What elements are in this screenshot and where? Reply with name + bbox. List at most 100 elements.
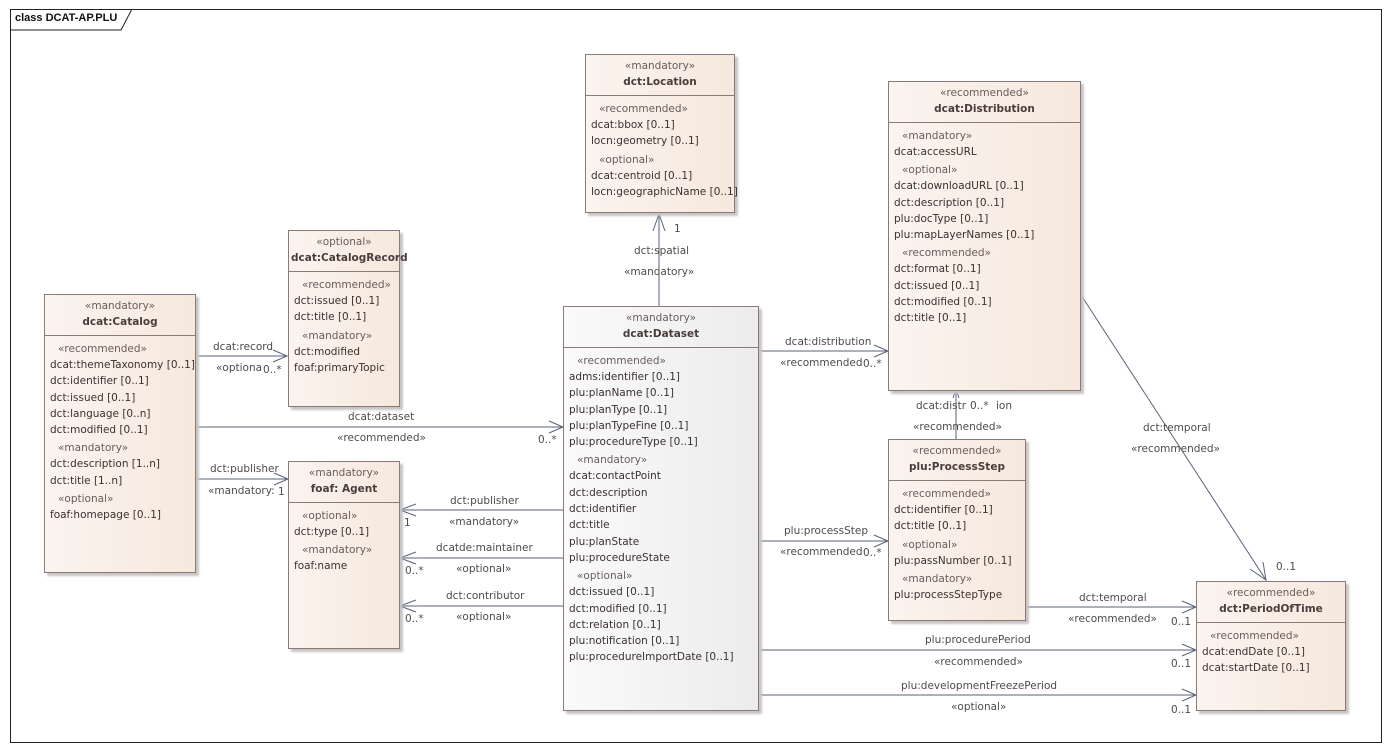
group-stereotype: «mandatory» — [902, 572, 973, 585]
attribute[interactable]: dct:description — [569, 486, 648, 499]
group-stereotype: «mandatory» — [902, 130, 973, 142]
attribute[interactable]: dct:type [0..1] — [294, 526, 370, 538]
class-distribution[interactable]: «recommended»dcat:Distribution«mandatory… — [888, 81, 1081, 391]
attribute[interactable]: plu:passNumber [0..1] — [894, 554, 1012, 567]
attribute[interactable]: dct:issued [0..1] — [894, 279, 980, 292]
association-multiplicity: 1 — [404, 517, 411, 529]
attribute-group: «recommended» dct:format [0..1] dct:issued… — [894, 246, 1076, 326]
class-stereotype: «mandatory» — [625, 312, 697, 324]
attribute[interactable]: plu:mapLayerNames [0..1] — [894, 229, 1035, 242]
class-agent[interactable]: «mandatory»foaf: Agent«optional»dct:type… — [288, 461, 400, 649]
attribute[interactable]: dct:issued [0..1] — [569, 586, 655, 599]
attribute[interactable]: plu:procedureType [0..1] — [569, 436, 698, 449]
attribute[interactable]: plu:planState — [569, 535, 640, 548]
class-process-step[interactable]: «recommended»plu:ProcessStep«recommended… — [888, 439, 1026, 621]
attribute[interactable]: dct:title [0..1] — [894, 520, 967, 533]
attribute[interactable]: plu:docType [0..1] — [894, 212, 989, 225]
attribute[interactable]: plu:procedureState — [569, 551, 670, 564]
class-attributes: «optional»dct:type [0..1]«mandatory»foaf… — [289, 503, 399, 582]
attribute[interactable]: dct:modified [0..1] — [50, 424, 148, 437]
attribute[interactable]: plu:procedureImportDate [0..1] — [569, 651, 734, 664]
attribute[interactable]: dct:issued [0..1] — [50, 391, 136, 404]
attribute[interactable]: dct:modified — [294, 345, 361, 358]
group-stereotype: «recommended» — [902, 488, 991, 500]
attribute[interactable]: plu:planName [0..1] — [569, 387, 674, 400]
group-stereotype: «recommended» — [902, 247, 991, 260]
attribute[interactable]: dcat:contactPoint — [569, 470, 661, 483]
association-multiplicity: 0..1 — [1171, 704, 1192, 716]
attribute[interactable]: locn:geographicName [0..1] — [591, 185, 738, 198]
attribute[interactable]: dct:identifier [0..1] — [894, 504, 993, 516]
attribute[interactable]: dcat:bbox [0..1] — [591, 119, 675, 131]
attribute[interactable]: foaf:name — [294, 560, 348, 573]
attribute-group: «mandatory» plu:processStepType — [894, 572, 1021, 603]
attribute[interactable]: foaf:homepage [0..1] — [50, 509, 161, 522]
association-stereotype-label: «mandatory» — [449, 516, 520, 528]
association-multiplicity: 0..* — [405, 613, 424, 625]
attribute[interactable]: dcat:centroid [0..1] — [591, 169, 693, 182]
attribute-group: «recommended»dcat:themeTaxonomy [0..1]dc… — [50, 342, 195, 438]
attribute[interactable]: dcat:startDate [0..1] — [1202, 662, 1310, 675]
attribute[interactable]: dct:issued [0..1] — [294, 295, 380, 307]
class-header: «mandatory»dcat:Catalog — [45, 295, 195, 336]
class-period-of-time[interactable]: «recommended»dct:PeriodOfTime«recommende… — [1196, 581, 1346, 711]
association-role-label: plu:developmentFreezePeriod — [901, 680, 1058, 692]
class-dataset[interactable]: «mandatory» dcat:Dataset «recommended» adms… — [563, 306, 759, 711]
class-catalog[interactable]: «mandatory»dcat:Catalog «recommended»dcat… — [44, 294, 196, 573]
association-multiplicity: 0..1 — [1276, 561, 1297, 573]
class-name: dcat:Dataset — [622, 328, 700, 340]
attribute[interactable]: dct:description [0..1] — [894, 196, 1005, 209]
association-multiplicity: 0..* — [538, 434, 557, 446]
attribute[interactable]: plu:planType [0..1] — [569, 403, 668, 416]
attribute[interactable]: dcat:endDate [0..1] — [1202, 646, 1305, 658]
class-name: dcat:CatalogRecord — [291, 252, 408, 264]
attribute[interactable]: dct:format [0..1] — [894, 263, 981, 276]
attribute[interactable]: dcat:downloadURL [0..1] — [894, 180, 1024, 193]
attribute[interactable]: dct:identifier [0..1] — [50, 375, 149, 388]
attribute-group: «mandatory»dct:description [1..n]dct:tit… — [50, 441, 191, 489]
association-role-label: dcat:distr — [916, 400, 967, 412]
attribute[interactable]: dct:title [1..n] — [50, 474, 123, 487]
attribute[interactable]: plu:notification [0..1] — [569, 635, 680, 648]
attribute-group: «optional»foaf:homepage [0..1] — [50, 492, 191, 523]
attribute[interactable]: dct:description [1..n] — [50, 458, 161, 471]
attribute[interactable]: dct:language [0..n] — [50, 407, 151, 420]
group-stereotype: «recommended» — [302, 279, 391, 291]
attribute[interactable]: dct:title — [569, 519, 610, 532]
attribute-group: «optional»dcat:downloadURL [0..1]dct:des… — [894, 163, 1076, 243]
association-multiplicity: 0..* — [863, 547, 882, 559]
attribute[interactable]: dcat:themeTaxonomy [0..1] — [50, 359, 195, 371]
attribute[interactable]: adms:identifier [0..1] — [569, 371, 681, 383]
association-stereotype-label: «optional» — [456, 611, 512, 623]
attribute-group: «recommended» dct:identifier [0..1] dct:ti… — [894, 487, 1021, 535]
attribute[interactable]: dcat:accessURL — [894, 146, 977, 158]
attribute[interactable]: locn:geometry [0..1] — [591, 135, 699, 148]
attribute[interactable]: dct:identifier — [569, 503, 637, 516]
class-stereotype: «mandatory» — [624, 60, 696, 72]
class-attributes: «recommended» adms:identifier [0..1] plu:p… — [564, 348, 758, 673]
association-role-label: dct:publisher — [450, 495, 519, 507]
class-location[interactable]: «mandatory»dct:Location«recommended»dcat… — [585, 54, 738, 213]
association-stereotype-label: «optional» — [456, 563, 512, 575]
attribute[interactable]: dct:title [0..1] — [894, 312, 967, 325]
association-role-label: plu:processStep — [784, 525, 869, 537]
class-name: dcat:Catalog — [82, 316, 158, 328]
group-stereotype: «recommended» — [577, 355, 666, 367]
group-stereotype: «mandatory» — [302, 544, 373, 557]
attribute[interactable]: plu:processStepType — [894, 588, 1003, 601]
association-stereotype-label: «optional» — [951, 701, 1007, 713]
association-line-disttemporal[interactable] — [1080, 294, 1267, 581]
association-multiplicity: 0..* — [405, 565, 424, 577]
arrowhead-dspublisher — [398, 503, 417, 517]
attribute-group: «mandatory» foaf:name — [294, 543, 395, 574]
class-catalog-record[interactable]: «optional»dcat:CatalogRecord«recommended… — [288, 230, 408, 407]
attribute[interactable]: dct:title [0..1] — [294, 311, 367, 324]
attribute[interactable]: dct:modified [0..1] — [569, 602, 667, 615]
attribute-group: «recommended»dcat:bbox [0..1]locn:geomet… — [591, 102, 730, 150]
class-attributes: «recommended» dct:issued [0..1] dct:title … — [289, 272, 399, 383]
attribute[interactable]: dct:modified [0..1] — [894, 296, 992, 309]
class-stereotype: «recommended» — [912, 445, 1002, 457]
attribute[interactable]: plu:planTypeFine [0..1] — [569, 419, 689, 432]
attribute[interactable]: foaf:primaryTopic — [294, 361, 385, 374]
attribute[interactable]: dct:relation [0..1] — [569, 618, 661, 631]
